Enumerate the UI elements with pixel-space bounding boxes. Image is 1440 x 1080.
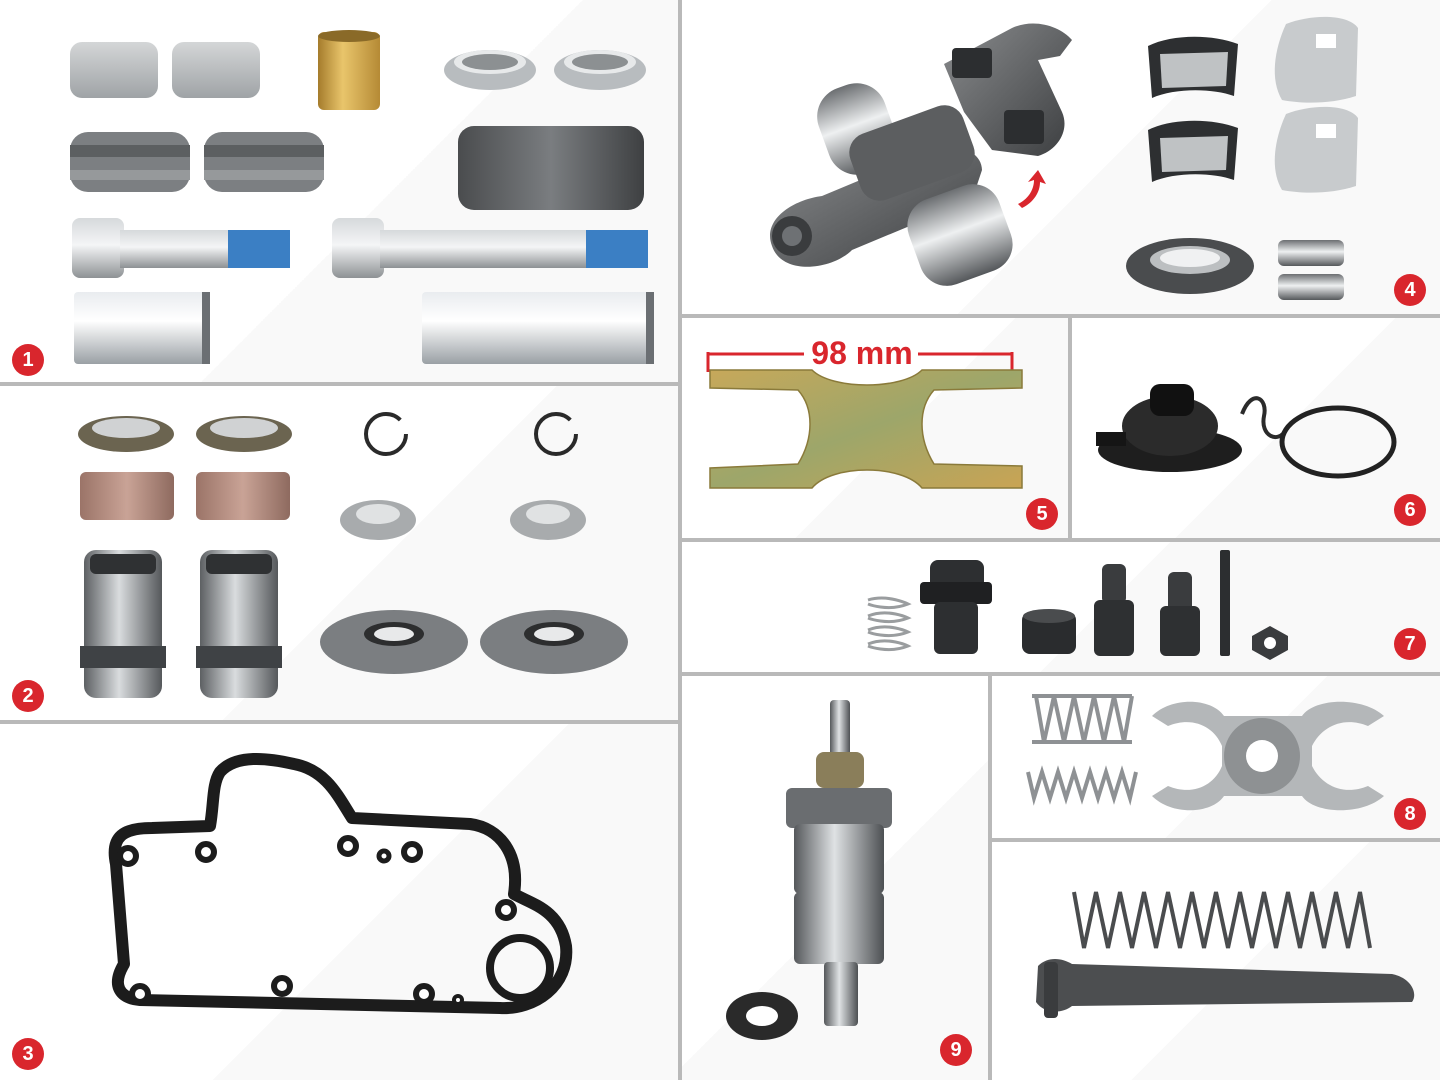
panel-9-parts: [726, 700, 892, 1040]
panel-number-badge: 7: [1394, 628, 1426, 660]
divider-left-2: [0, 720, 678, 724]
tappet-2: [196, 550, 282, 698]
adjuster-rod: [1036, 959, 1415, 1018]
red-arrow-icon: [1018, 170, 1046, 208]
piston-boot-2: [196, 472, 290, 520]
seal-plate-1: [320, 610, 468, 674]
guide-bolt-1: [72, 218, 290, 278]
panel-number-badge: 8: [1394, 798, 1426, 830]
brass-bushing: [318, 30, 380, 110]
threaded-rod: [1220, 550, 1230, 656]
snap-ring-2: [534, 412, 578, 456]
measurement-bracket: [706, 352, 1014, 372]
adjuster-plate: [709, 369, 1023, 489]
measurement-label: 98 mm: [811, 335, 912, 371]
brake-lever-assembly: [770, 83, 1013, 286]
panel-8b-parts: [1036, 891, 1415, 1018]
seal-plate-2: [480, 610, 628, 674]
panel-number-badge: 4: [1394, 274, 1426, 306]
sleeve-part-1: [1094, 564, 1134, 656]
panel-7-parts: [867, 550, 1288, 660]
dust-cap-1: [70, 42, 158, 98]
oil-seal: [1126, 238, 1254, 294]
panel-3: [0, 724, 678, 1080]
lever-arm: [944, 23, 1072, 156]
panel-number-badge: 9: [940, 1034, 972, 1066]
divider-right-2: [682, 538, 1440, 542]
bellow-1: [70, 132, 190, 192]
rubber-cap: [1096, 384, 1242, 472]
boot-seal-1: [78, 416, 174, 452]
needle-bearing-1: [1148, 36, 1238, 98]
divider-right-v1: [1068, 318, 1072, 538]
piston-boot-1: [80, 472, 174, 520]
needle-bearing-2: [1148, 120, 1238, 182]
snap-ring-1: [364, 412, 408, 456]
sleeve-1: [1278, 240, 1344, 266]
divider-right-1: [682, 314, 1440, 318]
spring-upper: [1032, 694, 1134, 744]
fork-plate: [1152, 701, 1384, 811]
dust-cap-2: [172, 42, 260, 98]
panel-number-badge: 2: [12, 680, 44, 712]
bearing-shell-1: [1274, 16, 1358, 103]
thrust-washer-1: [340, 500, 416, 540]
adjuster-shaft: [786, 700, 892, 1026]
long-spring: [1072, 891, 1372, 949]
panel-number-badge: 3: [12, 1038, 44, 1070]
adjuster-gear: [920, 560, 992, 654]
thrust-washer-2: [510, 500, 586, 540]
bearing-shell-2: [1274, 106, 1358, 193]
guide-tube-1: [74, 292, 210, 364]
panel-6-parts: [1096, 384, 1397, 479]
guide-tube-2: [422, 292, 654, 364]
panel-1-parts: [70, 30, 654, 364]
seal-ring-2: [554, 50, 646, 90]
panel-2-parts: [78, 412, 628, 698]
panel-number-badge: 5: [1026, 498, 1058, 530]
hex-nut: [1252, 626, 1288, 660]
divider-right-v2: [988, 676, 992, 1080]
divider-right-3: [682, 672, 1440, 676]
sleeve-part-2: [1160, 572, 1200, 656]
panel-5-parts: 98 mm: [706, 335, 1023, 489]
panel-8b: [992, 842, 1440, 1080]
spring-lower: [1026, 765, 1138, 806]
spring-small: [867, 596, 912, 652]
divider-left-1: [0, 382, 678, 386]
sleeve-2: [1278, 274, 1344, 300]
small-seal: [726, 992, 798, 1040]
panel-8: [992, 676, 1440, 838]
divider-right-4: [992, 838, 1440, 842]
boot-seal-2: [196, 416, 292, 452]
gasket: [108, 753, 573, 1015]
seal-ring-1: [444, 50, 536, 90]
dark-sleeve: [458, 126, 644, 210]
guide-bolt-2: [332, 218, 648, 278]
divider-vertical-main: [678, 0, 682, 1080]
bellow-2: [204, 132, 324, 192]
panel-4-parts: [770, 16, 1358, 300]
panel-number-badge: 6: [1394, 494, 1426, 526]
retaining-ring: [1240, 396, 1397, 479]
tappet-1: [80, 550, 166, 698]
panel-number-badge: 1: [12, 344, 44, 376]
cup-part: [1022, 609, 1076, 654]
panel-8-parts: [1026, 694, 1384, 811]
